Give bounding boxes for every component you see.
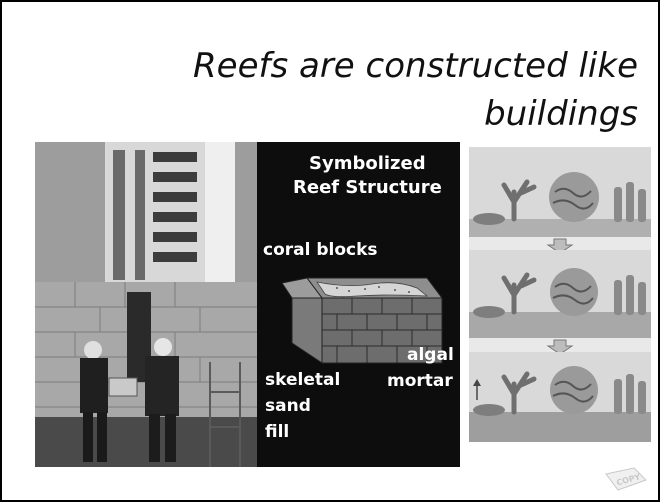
- reef-structure-diagram: Symbolized Reef Structure coral blocks: [257, 142, 460, 467]
- label-skeletal: skeletal: [265, 370, 340, 390]
- construction-photo-drawing: [35, 142, 257, 467]
- reef-formation-stages-figure: [469, 147, 651, 442]
- label-coral-blocks: coral blocks: [263, 240, 378, 260]
- stage-2: [469, 250, 651, 338]
- label-mortar: mortar: [387, 371, 453, 391]
- reef-stages-drawing: [469, 147, 651, 442]
- label-sand: sand: [265, 396, 311, 416]
- diagram-heading-line1: Symbolized: [309, 154, 426, 174]
- copyright-stamp-drawing: COPY: [604, 466, 648, 492]
- slide-title: Reefs are constructed like buildings: [118, 42, 638, 138]
- label-fill: fill: [265, 422, 289, 442]
- copyright-stamp-logo: COPY: [604, 466, 648, 492]
- stage-3: [469, 352, 651, 442]
- construction-photo: [35, 142, 257, 467]
- label-algal: algal: [407, 345, 454, 365]
- stage-1: [469, 147, 651, 237]
- diagram-heading-line2: Reef Structure: [293, 178, 442, 198]
